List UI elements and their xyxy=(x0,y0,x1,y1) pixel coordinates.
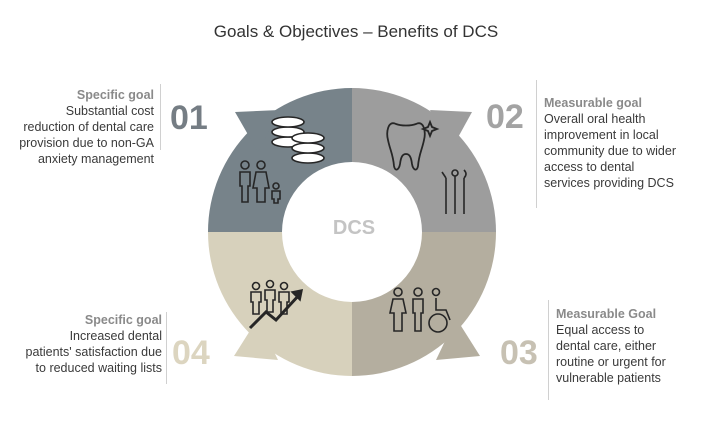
goal-1-text: Specific goal Substantial cost reduction… xyxy=(8,87,154,167)
quadrant-3 xyxy=(352,232,496,376)
quadrant-1 xyxy=(208,88,352,232)
arrow-4 xyxy=(234,318,278,360)
quadrant-4 xyxy=(208,232,352,376)
divider-4 xyxy=(166,312,167,384)
goal-4-text: Specific goal Increased dental patients'… xyxy=(8,312,163,376)
goal-4-line: to reduced waiting lists xyxy=(35,361,162,375)
goal-3-line: dental care, either xyxy=(556,339,657,353)
quadrant-2 xyxy=(352,88,496,232)
goal-2-line: access to dental xyxy=(544,160,635,174)
goal-2-line: services providing DCS xyxy=(544,176,674,190)
family-icon xyxy=(239,160,281,204)
goal-number-1: 01 xyxy=(170,99,208,137)
goal-3-heading: Measurable Goal xyxy=(556,307,657,321)
goal-1-line: reduction of dental care xyxy=(23,120,154,134)
goal-number-2: 02 xyxy=(486,98,524,136)
arrow-2 xyxy=(430,110,472,152)
cycle-diagram xyxy=(208,88,496,376)
goal-4-heading: Specific goal xyxy=(84,313,162,327)
goal-1-line: Substantial cost xyxy=(65,104,154,118)
goal-number-4: 04 xyxy=(172,334,210,372)
divider-2 xyxy=(536,80,537,208)
goal-2-text: Measurable goal Overall oral health impr… xyxy=(544,95,704,191)
goal-2-line: Overall oral health xyxy=(544,112,646,126)
divider-3 xyxy=(548,300,549,400)
goal-4-line: patients' satisfaction due xyxy=(25,345,163,359)
goal-3-line: vulnerable patients xyxy=(556,371,661,385)
goal-1-line: provision due to non-GA xyxy=(19,136,154,150)
coins-stack-icon xyxy=(271,116,325,164)
divider-1 xyxy=(160,84,161,150)
goal-2-line: community due to wider xyxy=(544,144,677,158)
goal-1-heading: Specific goal xyxy=(76,88,154,102)
goal-number-3: 03 xyxy=(500,334,538,372)
page-title: Goals & Objectives – Benefits of DCS xyxy=(213,22,499,41)
goal-4-line: Increased dental xyxy=(69,329,162,343)
dental-tools-icon xyxy=(441,169,467,214)
goal-3-text: Measurable Goal Equal access to dental c… xyxy=(556,306,706,386)
goal-1-line: anxiety management xyxy=(37,152,154,166)
tooth-icon xyxy=(386,119,440,171)
goal-2-line: improvement in local xyxy=(544,128,659,142)
goal-3-line: routine or urgent for xyxy=(556,355,666,369)
arrow-1 xyxy=(235,110,280,152)
growth-people-icon xyxy=(248,279,304,330)
center-label: DCS xyxy=(332,217,376,239)
people-accessibility-icon xyxy=(389,287,451,333)
goal-2-heading: Measurable goal xyxy=(544,96,642,110)
arrow-3 xyxy=(436,318,480,360)
goal-3-line: Equal access to xyxy=(556,323,645,337)
